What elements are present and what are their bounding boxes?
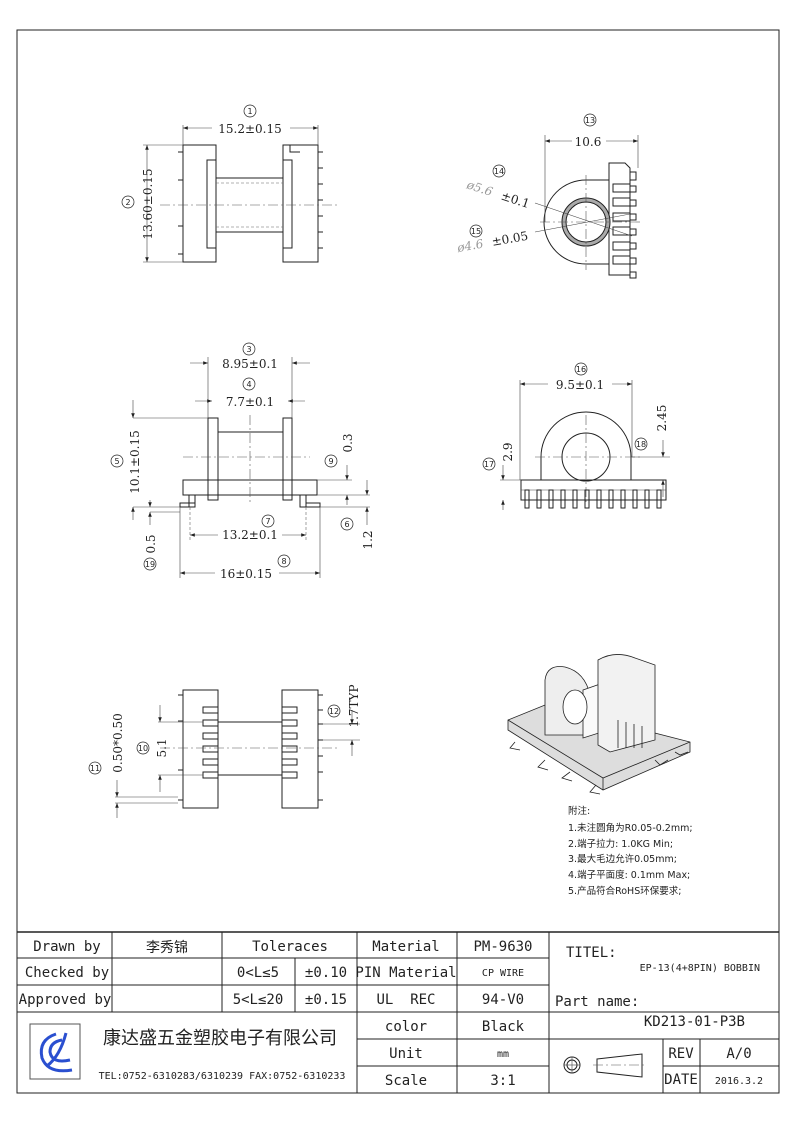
balloon-5: 5	[114, 457, 119, 466]
drawing-title: EP-13(4+8PIN) BOBBIN	[640, 963, 760, 974]
tol-range-2: 5<L≤20	[233, 992, 284, 1008]
balloon-9: 9	[328, 457, 333, 466]
note-item: 4.端子平面度: 0.1mm Max;	[568, 869, 690, 881]
dim-1-text: 15.2±0.15	[218, 122, 282, 136]
title-block: Drawn by 李秀锦 Checked by Approved by Tole…	[17, 931, 779, 1093]
balloon-19: 19	[145, 560, 155, 569]
dim-2-text: 13.60±0.15	[141, 168, 155, 239]
balloon-6: 6	[344, 520, 349, 529]
material-value: PM-9630	[473, 939, 532, 955]
dim-7-text: 13.2±0.1	[222, 528, 278, 542]
balloon-15: 15	[471, 227, 481, 236]
dim-11-text: 0.50*0.50	[111, 713, 125, 772]
tol-value-1: ±0.10	[305, 965, 347, 981]
date-value: 2016.3.2	[715, 1076, 763, 1087]
sheet-border	[16, 29, 780, 1094]
balloon-18: 18	[636, 440, 646, 449]
balloon-2: 2	[125, 198, 130, 207]
dim-15-text: ø4.6	[455, 237, 485, 256]
dim-10-text: 5.1	[155, 738, 169, 757]
rev-value: A/0	[726, 1046, 751, 1062]
balloon-11: 11	[90, 764, 100, 773]
note-item: 1.未注圆角为R0.05-0.2mm;	[568, 822, 693, 834]
part-name-label: Part name:	[555, 994, 639, 1010]
dim-6-text: 1.2	[361, 530, 375, 549]
bottom-view: 5.1 10 0.50*0.50 11 1.7TYP 12	[88, 684, 361, 818]
unit-value: mm	[497, 1049, 509, 1060]
projection-symbol	[563, 1053, 646, 1078]
front-view: 8.95±0.1 3 7.7±0.1 4 10.1±0.15 5 0.5 19 …	[110, 342, 375, 581]
balloon-3: 3	[246, 345, 251, 354]
dim-14-text: ø5.6	[464, 177, 495, 199]
dim-17-text: 2.9	[501, 442, 515, 461]
drawn-by-value: 李秀锦	[146, 939, 188, 956]
balloon-1: 1	[247, 107, 252, 116]
unit-label: Unit	[389, 1046, 423, 1062]
dim-12-text: 1.7TYP	[347, 684, 361, 727]
dim-8-text: 16±0.15	[220, 567, 272, 581]
note-item: 3.最大毛边允许0.05mm;	[568, 853, 677, 865]
dim-14-tol: ±0.1	[499, 189, 531, 211]
side-view: 9.5±0.1 16 2.9 17 2.45 18	[482, 362, 670, 510]
tolerances-label: Toleraces	[252, 939, 328, 955]
balloon-13: 13	[585, 116, 595, 125]
balloon-10: 10	[138, 744, 148, 753]
dim-4-text: 7.7±0.1	[226, 395, 274, 409]
dim-19-text: 0.5	[144, 534, 158, 553]
dim-18-text: 2.45	[655, 405, 669, 432]
pin-material-value: CP WIRE	[482, 968, 524, 979]
isometric-view	[507, 654, 691, 795]
drawn-by-label: Drawn by	[33, 939, 100, 955]
dim-16-text: 9.5±0.1	[556, 378, 604, 392]
balloon-12: 12	[329, 707, 339, 716]
notes-title: 附注:	[568, 805, 590, 817]
note-item: 2.端子拉力: 1.0KG Min;	[568, 838, 673, 850]
tol-value-2: ±0.15	[305, 992, 347, 1008]
top-view: 15.2±0.15 1 13.60±0.15 2	[121, 104, 340, 263]
ul-value: 94-V0	[482, 992, 524, 1008]
tol-range-1: 0<L≤5	[237, 965, 279, 981]
notes: 附注: 1.未注圆角为R0.05-0.2mm; 2.端子拉力: 1.0KG Mi…	[568, 805, 693, 897]
scale-label: Scale	[385, 1073, 427, 1089]
color-value: Black	[482, 1019, 525, 1035]
pin-material-label: PIN Material	[355, 965, 456, 981]
dim-15-tol: ±0.05	[491, 229, 530, 249]
part-name-value: KD213-01-P3B	[644, 1014, 745, 1030]
title-label: TITEL:	[566, 945, 617, 961]
balloon-16: 16	[576, 365, 586, 374]
material-label: Material	[372, 939, 439, 955]
dim-5-text: 10.1±0.15	[128, 430, 142, 494]
dim-3-text: 8.95±0.1	[222, 357, 278, 371]
balloon-7: 7	[265, 517, 270, 526]
balloon-14: 14	[494, 167, 504, 176]
dim-13-text: 10.6	[575, 135, 602, 149]
balloon-17: 17	[484, 460, 494, 469]
balloon-8: 8	[281, 557, 286, 566]
company-logo	[29, 1023, 81, 1080]
dim-9-text: 0.3	[341, 433, 355, 452]
approved-by-label: Approved by	[19, 992, 112, 1008]
note-item: 5.产品符合RoHS环保要求;	[568, 885, 681, 897]
checked-by-label: Checked by	[25, 965, 109, 981]
balloon-4: 4	[246, 380, 251, 389]
scale-value: 3:1	[490, 1073, 515, 1089]
date-label: DATE	[664, 1072, 698, 1088]
ul-label: UL REC	[376, 992, 435, 1008]
side-pins	[524, 489, 662, 509]
end-view: 10.6 13 ø5.6 ±0.1 14 ø4.6 ±0.05 15	[455, 113, 640, 279]
rev-label: REV	[668, 1046, 694, 1062]
color-label: color	[385, 1019, 427, 1035]
company-contact: TEL:0752-6310283/6310239 FAX:0752-631023…	[99, 1071, 346, 1082]
company-name: 康达盛五金塑胶电子有限公司	[103, 1028, 337, 1049]
